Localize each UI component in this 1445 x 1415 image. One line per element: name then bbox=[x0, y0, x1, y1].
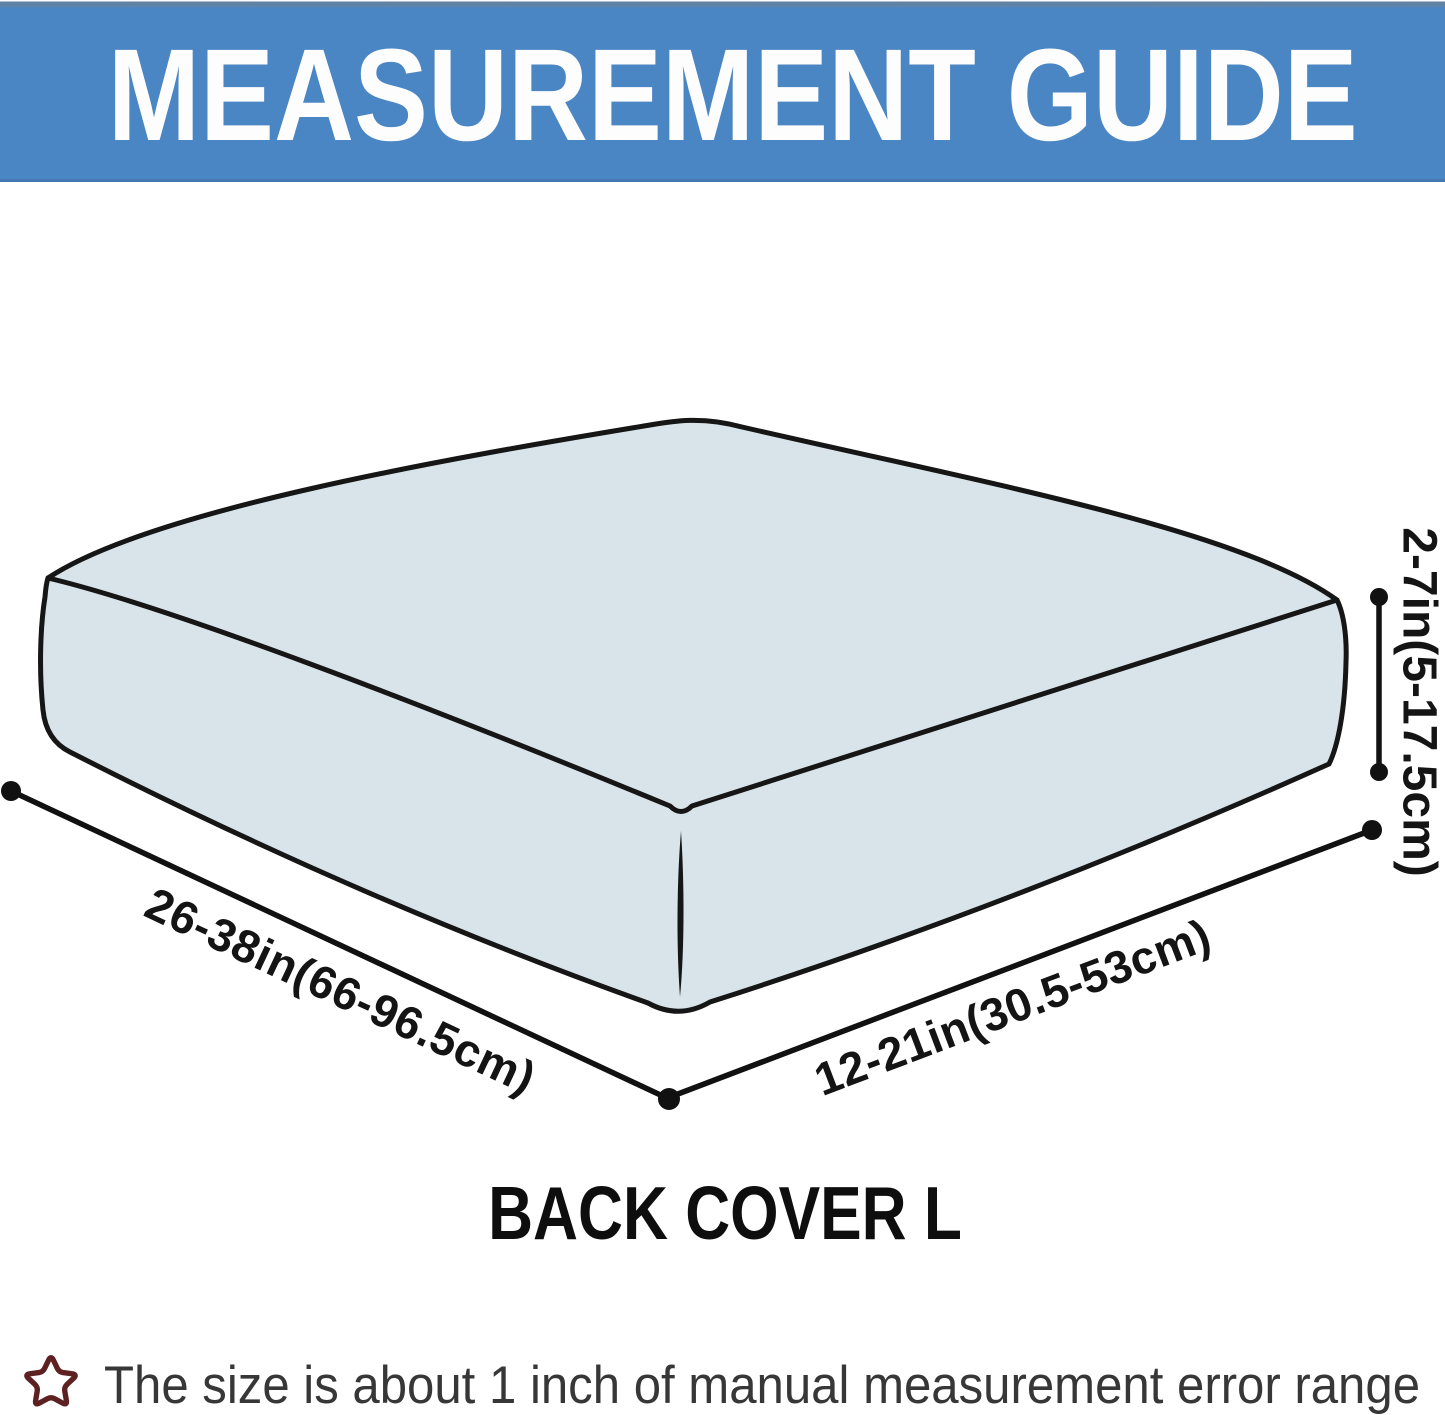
page-title: MEASUREMENT GUIDE bbox=[107, 20, 1358, 168]
header-banner: MEASUREMENT GUIDE bbox=[0, 0, 1445, 182]
depth-dimension-line bbox=[669, 827, 1373, 1100]
height-dimension bbox=[1370, 588, 1388, 781]
cushion-front-seam bbox=[677, 831, 684, 997]
cushion-top-edge bbox=[45, 575, 1340, 814]
star-outline bbox=[24, 1355, 78, 1407]
depth-dimension bbox=[669, 820, 1382, 1100]
width-dimension-line bbox=[9, 788, 671, 1102]
product-label: BACK COVER L bbox=[488, 1171, 962, 1255]
dim-endpoint-dot bbox=[1362, 820, 1382, 840]
dim-endpoint-dot bbox=[658, 1088, 680, 1110]
dimension-lines bbox=[1, 588, 1388, 1110]
footnote-text: The size is about 1 inch of manual measu… bbox=[104, 1356, 1421, 1415]
cushion-body bbox=[38, 417, 1349, 1014]
star-icon-svg bbox=[24, 1355, 78, 1407]
dim-endpoint-dot bbox=[1, 781, 21, 801]
dim-endpoint-dot bbox=[1370, 588, 1388, 606]
star-icon bbox=[21, 1352, 81, 1412]
height-dimension-label: 2-7in(5-17.5cm) bbox=[1393, 527, 1445, 876]
dim-endpoint-dot bbox=[1370, 763, 1388, 781]
cushion-illustration bbox=[38, 417, 1349, 1014]
